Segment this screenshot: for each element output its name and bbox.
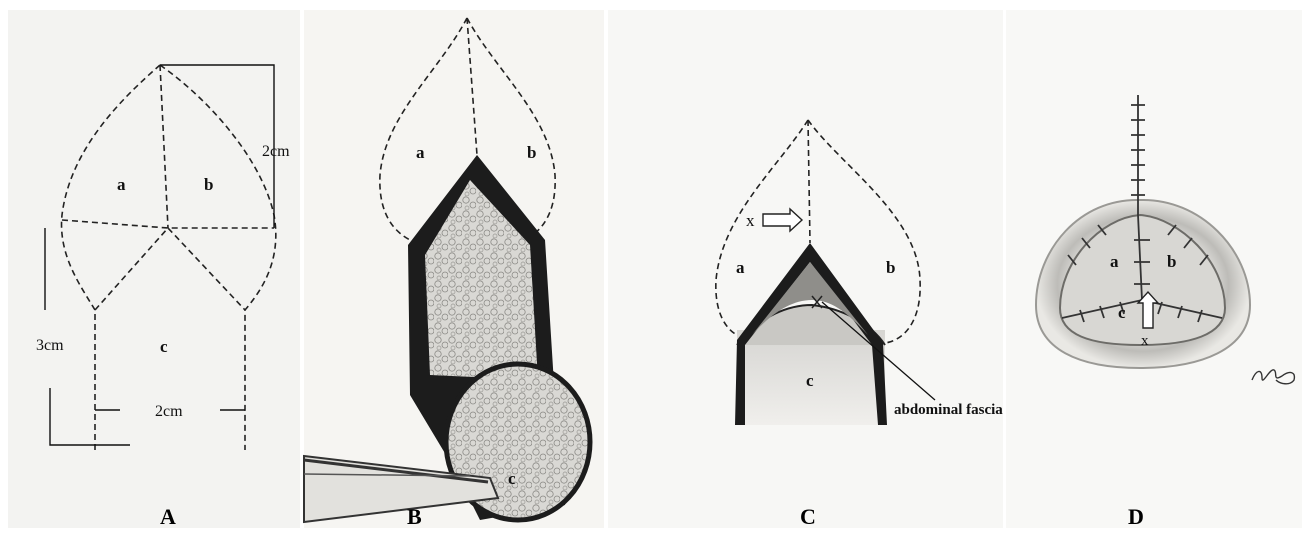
panel-c-marker-x: x: [746, 211, 755, 230]
panel-a-measure-2cm-top: 2cm: [262, 143, 290, 160]
panel-c-label-c: c: [806, 371, 814, 390]
panel-a-label-b: b: [204, 175, 213, 194]
panel-c-label-b: b: [886, 258, 895, 277]
panel-d-label-b: b: [1167, 252, 1176, 271]
panel-a-flap-outline-right: [160, 65, 276, 450]
panel-d-marker-x: x: [1141, 333, 1149, 349]
panel-d-label-c: c: [1118, 303, 1126, 322]
panel-label-c: C: [800, 504, 816, 529]
panel-c-label-a: a: [736, 258, 745, 277]
panel-c-arrow: [763, 209, 802, 231]
panel-c-midline: [808, 120, 810, 243]
panel-b-label-a: a: [416, 143, 425, 162]
panel-a-measure-2cm-bottom: 2cm: [155, 403, 183, 420]
panel-c-drawing: [716, 120, 935, 425]
panel-d-signature: [1252, 370, 1294, 384]
panel-b-label-b: b: [527, 143, 536, 162]
panel-a-flap-outline: [62, 65, 160, 450]
panel-b-label-c: c: [508, 469, 516, 488]
panel-a-measure-lines: [45, 65, 274, 445]
panel-a-drawing: [62, 65, 276, 450]
panel-a-measure-3cm: 3cm: [36, 337, 64, 354]
panel-d-label-a: a: [1110, 252, 1119, 271]
panel-b-midline: [467, 18, 477, 155]
panel-a-v-cut: [62, 220, 274, 310]
panel-label-b: B: [407, 504, 422, 529]
panel-label-d: D: [1128, 504, 1144, 529]
panel-a-label-c: c: [160, 337, 168, 356]
panel-c-abdominal-fascia-label: abdominal fascia: [894, 402, 1003, 418]
panel-d-drawing: [1036, 95, 1250, 368]
panel-a-midline: [160, 65, 168, 228]
panel-label-a: A: [160, 504, 176, 529]
panel-a-label-a: a: [117, 175, 126, 194]
panel-b-drawing: [304, 18, 590, 522]
